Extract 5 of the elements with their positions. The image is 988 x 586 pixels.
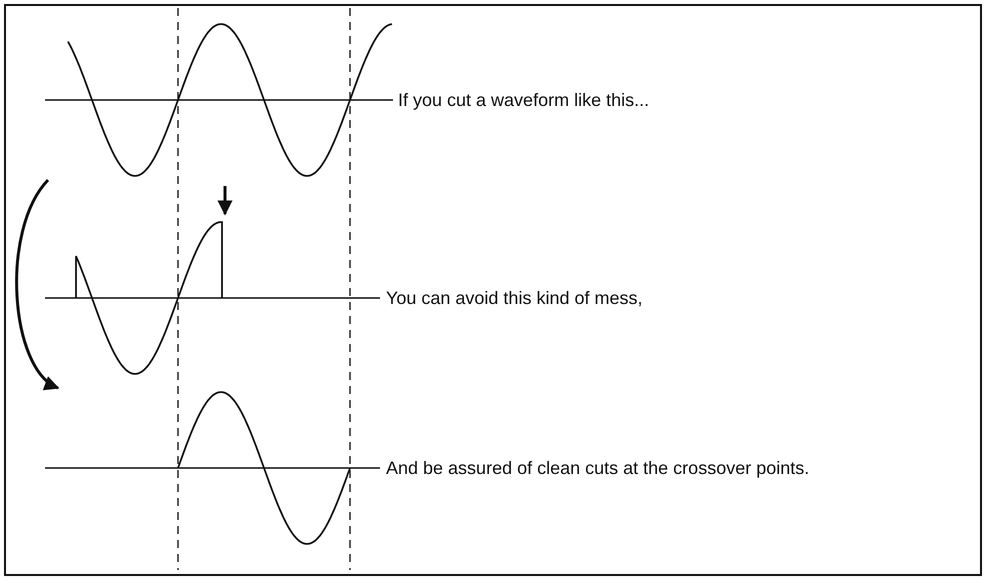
caption-text: If you cut a waveform like this... (398, 89, 650, 112)
caption-text: You can avoid this kind of mess, (386, 287, 644, 310)
caption-text: And be assured of clean cuts at the crossover points. (386, 457, 810, 480)
arrow (218, 186, 232, 216)
curved-arrow (15, 179, 60, 390)
